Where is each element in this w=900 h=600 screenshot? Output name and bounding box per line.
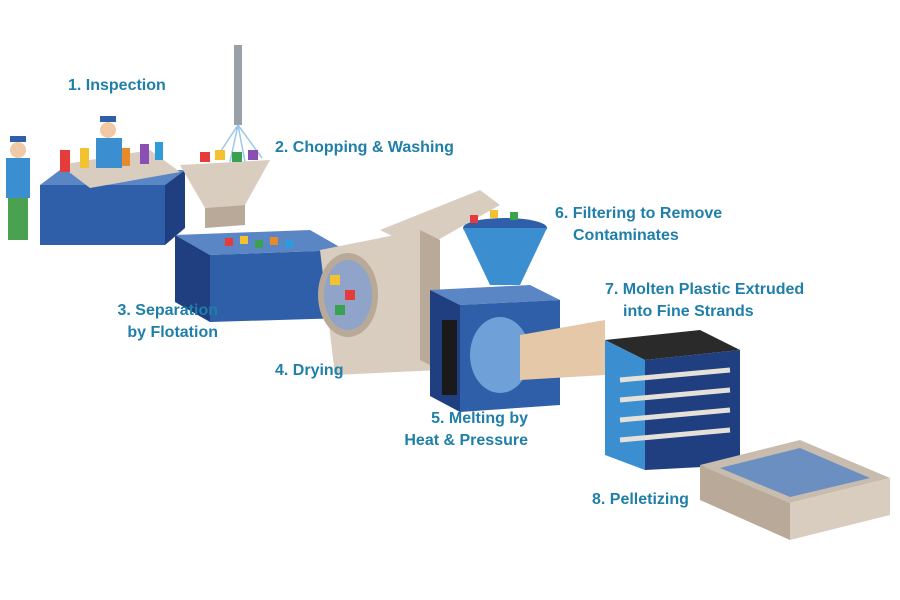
step-6-label: 6. Filtering to Remove Contaminates [555,203,722,247]
drying-drum [318,190,500,375]
step-6-line2: Contaminates [573,227,679,244]
step-4-text: 4. Drying [275,362,344,379]
chopping-washing-hopper [180,45,270,228]
step-5-line2: Heat & Pressure [404,432,528,449]
step-3-label: 3. Separation by Flotation [88,300,218,344]
step-7-line2: into Fine Strands [623,303,754,320]
step-1-text: 1. Inspection [68,77,166,94]
step-8-label: 8. Pelletizing [592,489,689,511]
step-4-label: 4. Drying [275,360,343,382]
step-2-label: 2. Chopping & Washing [275,137,454,159]
inspection-station [40,142,185,245]
extrusion-chamber [605,330,740,470]
step-6-line1: 6. Filtering to Remove [555,205,723,222]
worker-figure-left [6,136,30,240]
worker-figure-right [96,116,122,168]
step-3-line2: by Flotation [127,324,218,341]
step-7-line1: 7. Molten Plastic Extruded [605,281,805,298]
flotation-tank [175,230,345,322]
step-8-text: 8. Pelletizing [592,491,689,508]
step-1-label: 1. Inspection [68,75,166,97]
step-5-label: 5. Melting by Heat & Pressure [368,408,528,452]
step-7-label: 7. Molten Plastic Extruded into Fine Str… [605,279,804,323]
melting-chamber [430,285,605,412]
pelletizing-tray [700,440,890,540]
filter-funnel [463,210,547,285]
step-5-line1: 5. Melting by [431,410,528,427]
step-2-text: 2. Chopping & Washing [275,139,454,156]
step-3-line1: 3. Separation [117,302,218,319]
